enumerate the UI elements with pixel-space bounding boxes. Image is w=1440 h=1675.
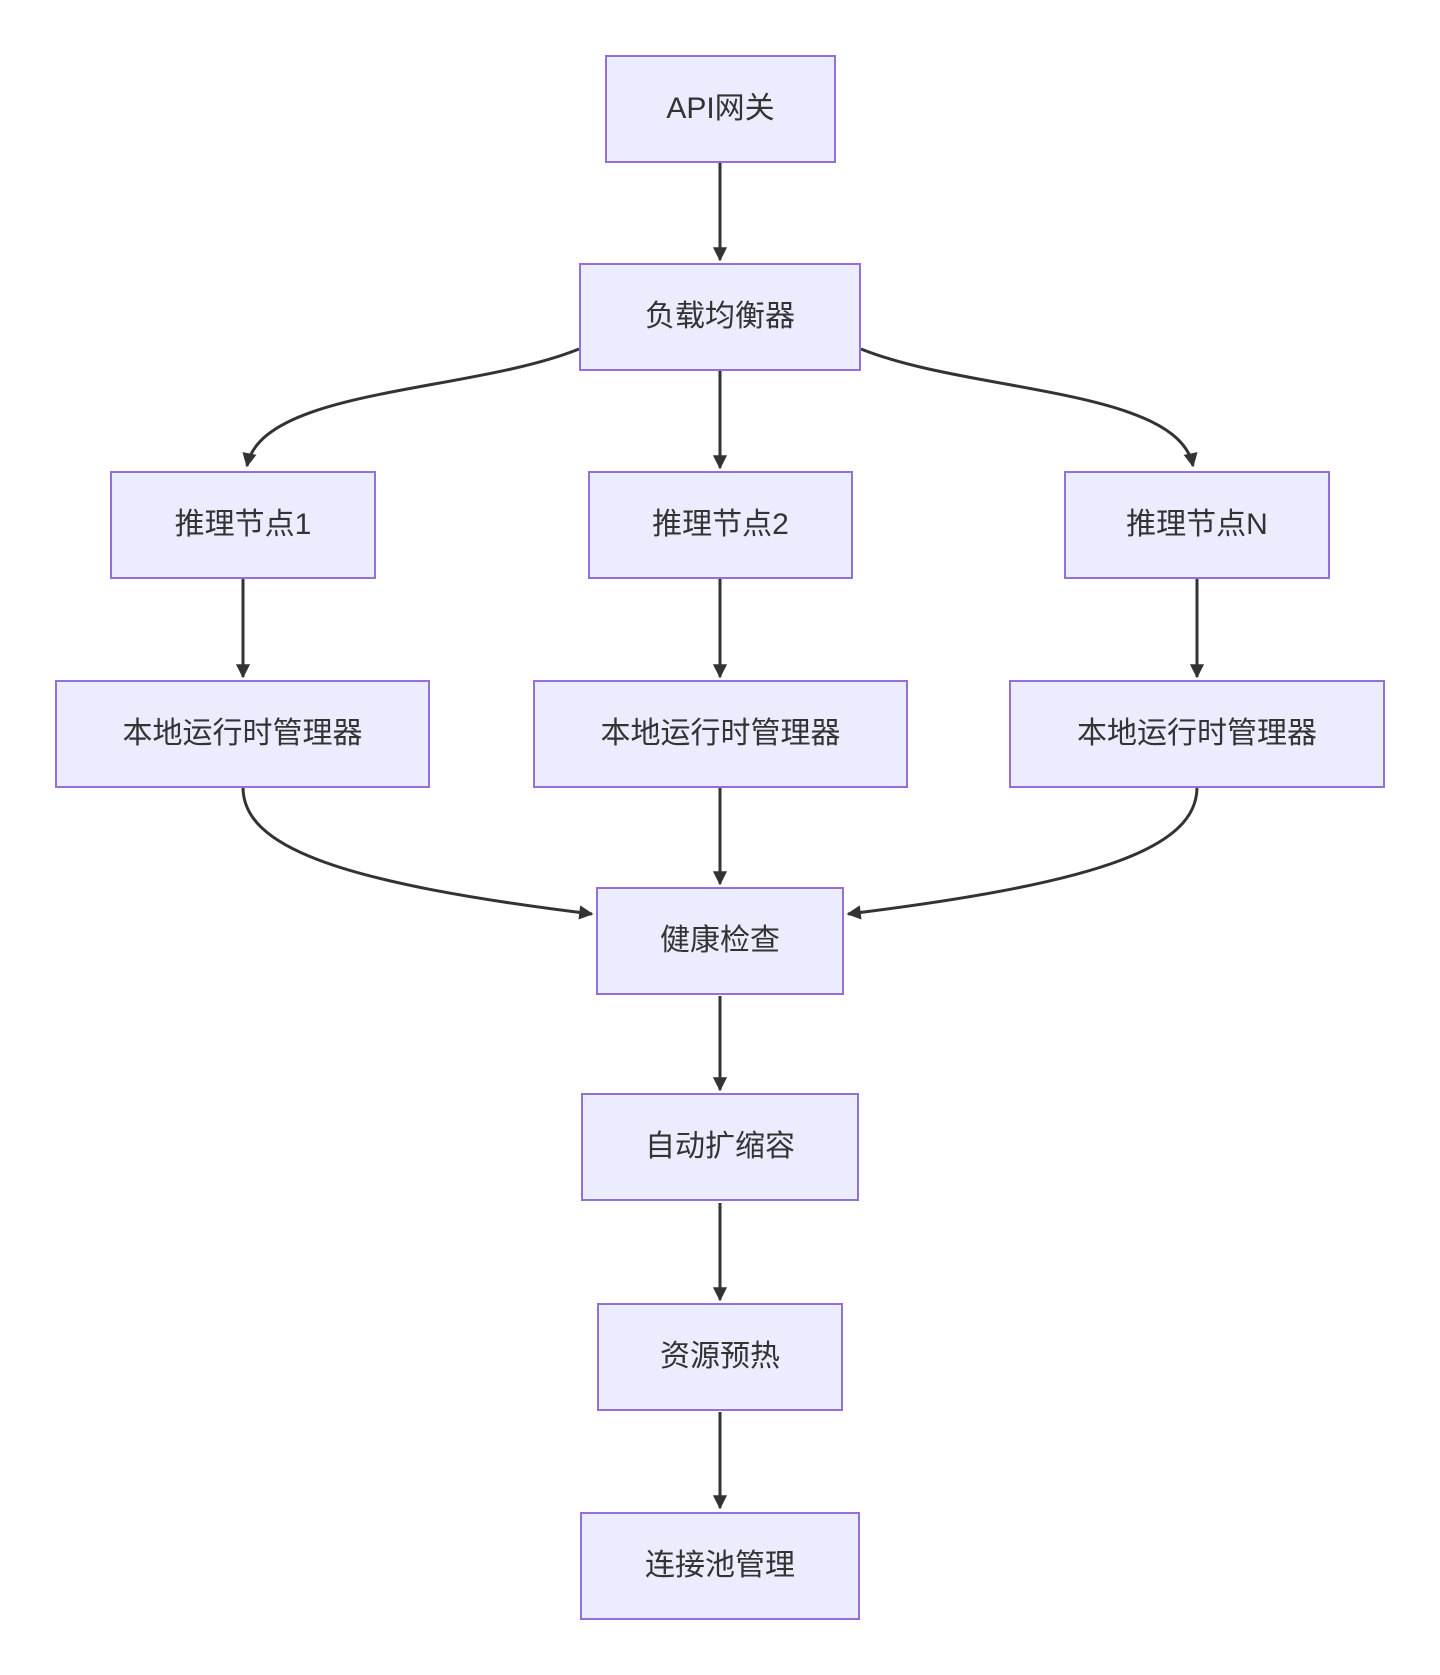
edge-load-balancer-to-inference-node-1 (242, 347, 580, 468)
node-runtime-manager-1: 本地运行时管理器 (55, 680, 430, 788)
node-inference-node-2-label: 推理节点2 (652, 508, 789, 541)
node-auto-scaling: 自动扩缩容 (581, 1093, 859, 1201)
node-resource-warmup-label: 资源预热 (660, 1340, 780, 1373)
node-connection-pool-label: 连接池管理 (645, 1549, 795, 1582)
edge-runtime-manager-1-to-health-check (241, 787, 594, 920)
edge-load-balancer-to-inference-node-n (860, 347, 1198, 468)
node-runtime-manager-n-label: 本地运行时管理器 (1077, 717, 1317, 750)
node-inference-node-2: 推理节点2 (588, 471, 853, 579)
node-connection-pool: 连接池管理 (580, 1512, 860, 1620)
node-runtime-manager-n: 本地运行时管理器 (1009, 680, 1385, 788)
node-health-check-label: 健康检查 (660, 924, 780, 957)
node-inference-node-1: 推理节点1 (110, 471, 376, 579)
node-inference-node-n-label: 推理节点N (1126, 508, 1268, 541)
node-health-check: 健康检查 (596, 887, 844, 995)
node-inference-node-1-label: 推理节点1 (174, 508, 312, 541)
node-load-balancer-label: 负载均衡器 (645, 300, 795, 333)
node-auto-scaling-label: 自动扩缩容 (645, 1130, 795, 1163)
node-load-balancer: 负载均衡器 (579, 263, 861, 371)
node-runtime-manager-1-label: 本地运行时管理器 (122, 717, 363, 750)
node-api-gateway-label: API网关 (666, 92, 775, 125)
node-inference-node-n: 推理节点N (1064, 471, 1330, 579)
node-runtime-manager-2-label: 本地运行时管理器 (600, 717, 841, 750)
edge-runtime-manager-n-to-health-check (846, 787, 1199, 920)
node-runtime-manager-2: 本地运行时管理器 (533, 680, 908, 788)
node-resource-warmup: 资源预热 (597, 1303, 843, 1411)
node-api-gateway: API网关 (605, 55, 836, 163)
